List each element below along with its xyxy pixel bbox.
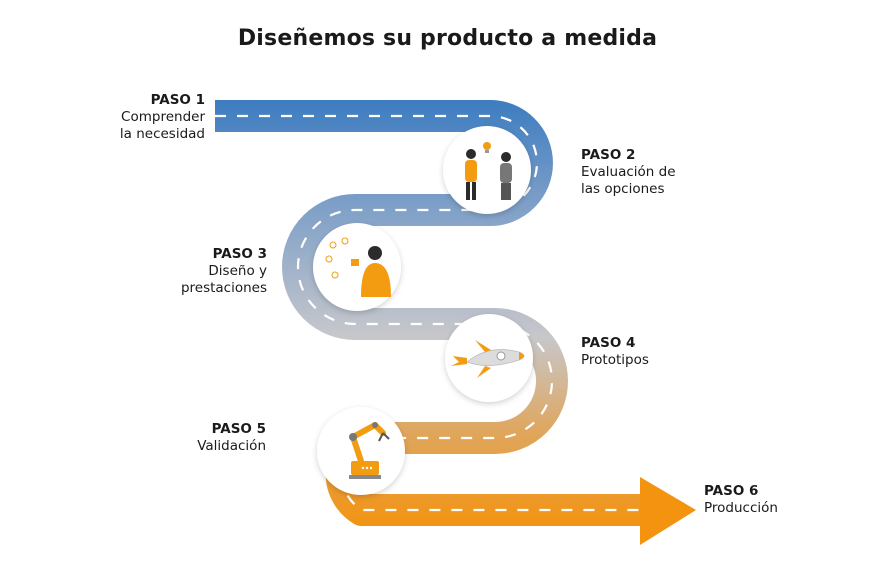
step-4-label: PASO 4 Prototipos <box>581 335 649 369</box>
step-line-1: Evaluación de <box>581 164 676 180</box>
step-line-1: Diseño y <box>208 263 267 279</box>
step-2-label: PASO 2 Evaluación de las opciones <box>581 147 676 198</box>
arrow-head-icon <box>640 477 696 545</box>
step-6-label: PASO 6 Producción <box>704 483 778 517</box>
step-1-label: PASO 1 Comprender la necesidad <box>120 92 205 143</box>
step-line-1: Producción <box>704 500 778 516</box>
step-line-1: Validación <box>197 438 266 454</box>
page-title: Diseñemos su producto a medida <box>237 26 658 51</box>
step-line-2: las opciones <box>581 181 665 197</box>
step-heading: PASO 1 <box>150 92 205 108</box>
step-heading: PASO 3 <box>212 246 267 262</box>
step-5-label: PASO 5 Validación <box>197 421 266 455</box>
step-3-label: PASO 3 Diseño y prestaciones <box>181 246 267 297</box>
step-line-2: prestaciones <box>180 280 267 296</box>
robot-arm-icon <box>317 407 405 495</box>
step-heading: PASO 6 <box>704 483 759 499</box>
step-heading: PASO 5 <box>211 421 266 437</box>
step-heading: PASO 2 <box>581 147 636 163</box>
rocket-icon <box>445 314 533 402</box>
step-line-1: Prototipos <box>581 352 649 368</box>
business-people-idea-icon <box>443 126 531 214</box>
road <box>215 100 640 526</box>
designer-presenting-icon <box>313 223 401 311</box>
step-line-1: Comprender <box>121 109 205 125</box>
step-line-2: la necesidad <box>119 126 205 142</box>
step-heading: PASO 4 <box>581 335 636 351</box>
